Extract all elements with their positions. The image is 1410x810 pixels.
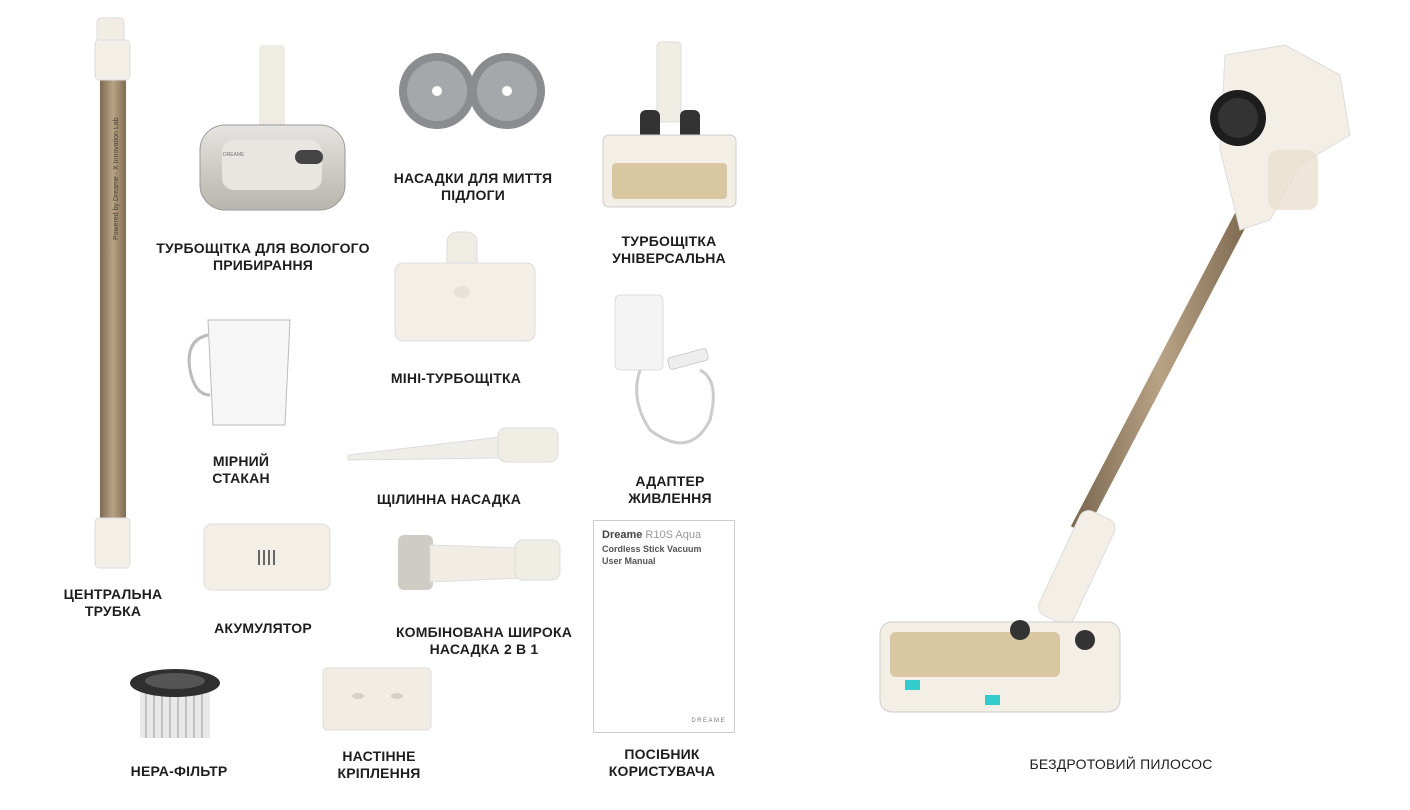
hepa-filter-image <box>130 669 220 738</box>
svg-text:Powered by Dreame · X Innovati: Powered by Dreame · X Innovation Lab <box>113 117 120 240</box>
label-battery: АКУМУЛЯТОР <box>214 620 312 636</box>
wall-mount-image <box>322 667 432 731</box>
wet-turbo-brush-image: DREAME <box>199 45 346 211</box>
label-hepa-filter: НЕРА-ФІЛЬТР <box>130 763 228 779</box>
combo-nozzle-image <box>398 535 561 590</box>
manual-brand: Dreame <box>602 529 643 541</box>
label-mini-turbo-brush: МІНІ-ТУРБОЩІТКА <box>390 370 522 386</box>
mop-pads-image <box>399 53 545 129</box>
measuring-cup-image <box>187 319 291 426</box>
universal-turbo-brush-image <box>602 41 737 208</box>
svg-text:DREAME: DREAME <box>223 152 245 158</box>
battery-image <box>203 523 331 591</box>
label-cordless-vacuum: БЕЗДРОТОВИЙ ПИЛОСОС <box>1029 756 1213 772</box>
mini-turbo-brush-image <box>394 231 536 342</box>
manual-logo: DREAME <box>691 718 726 724</box>
manual-model: R10S Aqua <box>645 529 702 541</box>
central-tube-image: Powered by Dreame · X Innovation Lab <box>94 17 131 569</box>
label-crevice-nozzle: ЩІЛИННА НАСАДКА <box>376 491 522 507</box>
manual-subtitle: Cordless Stick Vacuum <box>602 544 702 554</box>
cordless-vacuum-image <box>879 44 1351 713</box>
manual-title: User Manual <box>602 556 656 566</box>
crevice-nozzle-image <box>347 427 559 463</box>
power-adapter-image <box>614 294 715 445</box>
